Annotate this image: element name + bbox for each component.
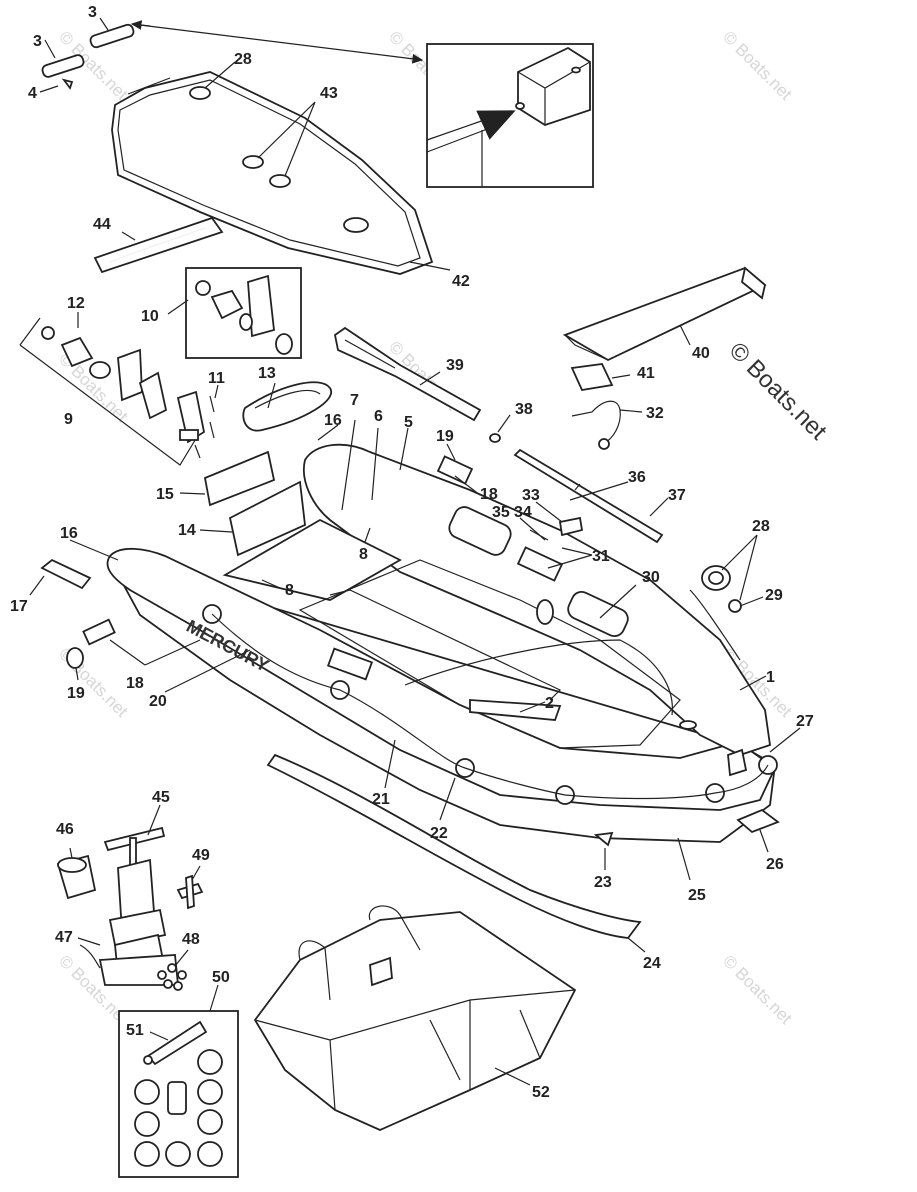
part-label-9: 9	[64, 411, 73, 428]
part-label-2: 2	[545, 695, 554, 712]
pump-45	[79, 826, 179, 986]
part-label-50: 50	[212, 969, 230, 986]
part-label-27: 27	[796, 713, 814, 730]
part-label-46: 46	[56, 821, 74, 838]
part-label-35: 35	[492, 504, 510, 521]
part-label-18: 18	[126, 675, 144, 692]
part-label-51: 51	[126, 1022, 144, 1039]
group-9-parts	[19, 317, 215, 466]
part-labels: 3 3 4 28 43 44 42 12 10 9 11 13 39 40 41…	[10, 4, 814, 1101]
part-label-8: 8	[285, 582, 294, 599]
part-label-41: 41	[637, 365, 655, 382]
part-label-16: 16	[60, 525, 78, 542]
part-label-15: 15	[156, 486, 174, 503]
part-label-28: 28	[234, 51, 252, 68]
bag-52	[253, 905, 577, 1131]
seat-40	[562, 266, 767, 362]
floorboard	[111, 71, 434, 275]
copyright-text: © Boats.net	[724, 337, 832, 445]
part-label-38: 38	[515, 401, 533, 418]
part-label-3: 3	[88, 4, 97, 21]
part-label-4: 4	[28, 85, 37, 102]
inset-detail	[426, 43, 594, 188]
part-label-3: 3	[33, 33, 42, 50]
part-label-43: 43	[320, 85, 338, 102]
part-label-5: 5	[404, 414, 413, 431]
part-label-47: 47	[55, 929, 73, 946]
part-label-37: 37	[668, 487, 686, 504]
gauge-46	[56, 854, 97, 900]
part-label-11: 11	[208, 370, 225, 387]
part-label-23: 23	[594, 874, 612, 891]
part-label-8: 8	[359, 546, 368, 563]
part-label-36: 36	[628, 469, 646, 486]
watermark-11: © Boats.net	[719, 951, 796, 1028]
part-label-13: 13	[258, 365, 276, 382]
part-label-28: 28	[752, 518, 770, 535]
part-label-14: 14	[178, 522, 196, 539]
valve-kit-box	[185, 267, 302, 359]
paddle-39	[334, 326, 482, 422]
bracket-41	[570, 363, 614, 392]
part-label-29: 29	[765, 587, 783, 604]
part-label-44: 44	[93, 216, 111, 233]
part-label-25: 25	[688, 887, 706, 904]
part-label-22: 22	[430, 825, 448, 842]
part-label-21: 21	[372, 791, 390, 808]
handle-17	[40, 558, 92, 590]
boat-hull	[82, 443, 778, 843]
part-label-42: 42	[452, 273, 470, 290]
part-label-1: 1	[766, 669, 775, 686]
part-label-52: 52	[532, 1084, 550, 1101]
part-label-6: 6	[374, 408, 383, 425]
detail-arrow	[139, 24, 424, 64]
watermark-3: © Boats.net	[719, 27, 796, 104]
part-label-33: 33	[522, 487, 540, 504]
part-label-26: 26	[766, 856, 784, 873]
handle-13	[242, 381, 333, 432]
part-label-34: 34	[514, 504, 532, 521]
part-label-7: 7	[350, 392, 359, 409]
fitting-26	[736, 808, 780, 834]
repair-kit-box	[118, 1010, 239, 1178]
strip-24	[266, 753, 642, 939]
part-label-20: 20	[149, 693, 167, 710]
leader-lines	[29, 17, 801, 1086]
part-label-48: 48	[182, 931, 200, 948]
adapters-48	[157, 963, 187, 991]
rod-36-37	[513, 448, 664, 544]
part-label-19: 19	[436, 428, 454, 445]
strip-44	[93, 216, 224, 274]
fitting-23	[593, 831, 614, 847]
cord-32	[571, 400, 621, 443]
part-label-30: 30	[642, 569, 660, 586]
part-label-45: 45	[152, 789, 170, 806]
part-38	[489, 433, 501, 443]
part-label-17: 17	[10, 598, 28, 615]
part-label-49: 49	[192, 847, 210, 864]
part-label-10: 10	[141, 308, 159, 325]
part-label-16: 16	[324, 412, 342, 429]
part-label-39: 39	[446, 357, 464, 374]
ring-19	[66, 647, 84, 669]
part-label-31: 31	[592, 548, 610, 565]
part-label-12: 12	[67, 295, 85, 312]
adapter-49	[176, 874, 204, 910]
part-label-40: 40	[692, 345, 710, 362]
valve-28-29	[701, 565, 742, 613]
part-label-19: 19	[67, 685, 85, 702]
part-label-32: 32	[646, 405, 664, 422]
part-label-18: 18	[480, 486, 498, 503]
rods	[41, 23, 135, 90]
part-label-24: 24	[643, 955, 661, 972]
